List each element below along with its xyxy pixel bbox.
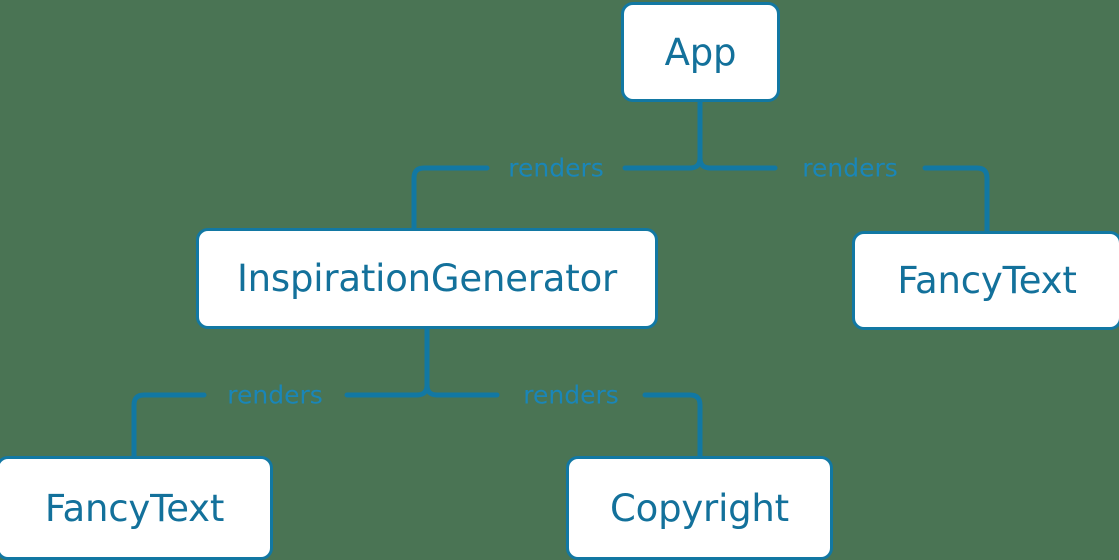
edge-app-inspiration-left: [411, 165, 490, 231]
edge-inspiration-fancytext-left: [131, 392, 207, 459]
node-fancytext-bottom-label: FancyText: [44, 486, 225, 530]
edge-inspiration-stem-mirror: [414, 326, 430, 398]
edge-label-app-to-inspiration: renders: [508, 153, 604, 183]
edge-label-app-to-fancytext: renders: [802, 153, 898, 183]
node-copyright-label: Copyright: [610, 486, 789, 530]
edge-label-inspiration-to-copyright: renders: [523, 380, 619, 410]
edge-label-inspiration-to-fancytext: renders: [227, 380, 323, 410]
node-app[interactable]: App: [621, 2, 780, 102]
node-fancytext-right-label: FancyText: [897, 259, 1077, 302]
edge-app-fancytext-right: [922, 165, 990, 234]
node-inspiration-generator-label: InspirationGenerator: [236, 257, 618, 300]
node-app-label: App: [664, 30, 737, 74]
edge-app-stem-mirror: [687, 98, 703, 171]
node-copyright[interactable]: Copyright: [566, 456, 833, 560]
node-fancytext-bottom[interactable]: FancyText: [0, 456, 273, 560]
node-inspiration-generator[interactable]: InspirationGenerator: [196, 228, 658, 329]
edge-inspiration-copyright-right: [642, 392, 703, 459]
node-fancytext-right[interactable]: FancyText: [852, 231, 1119, 330]
